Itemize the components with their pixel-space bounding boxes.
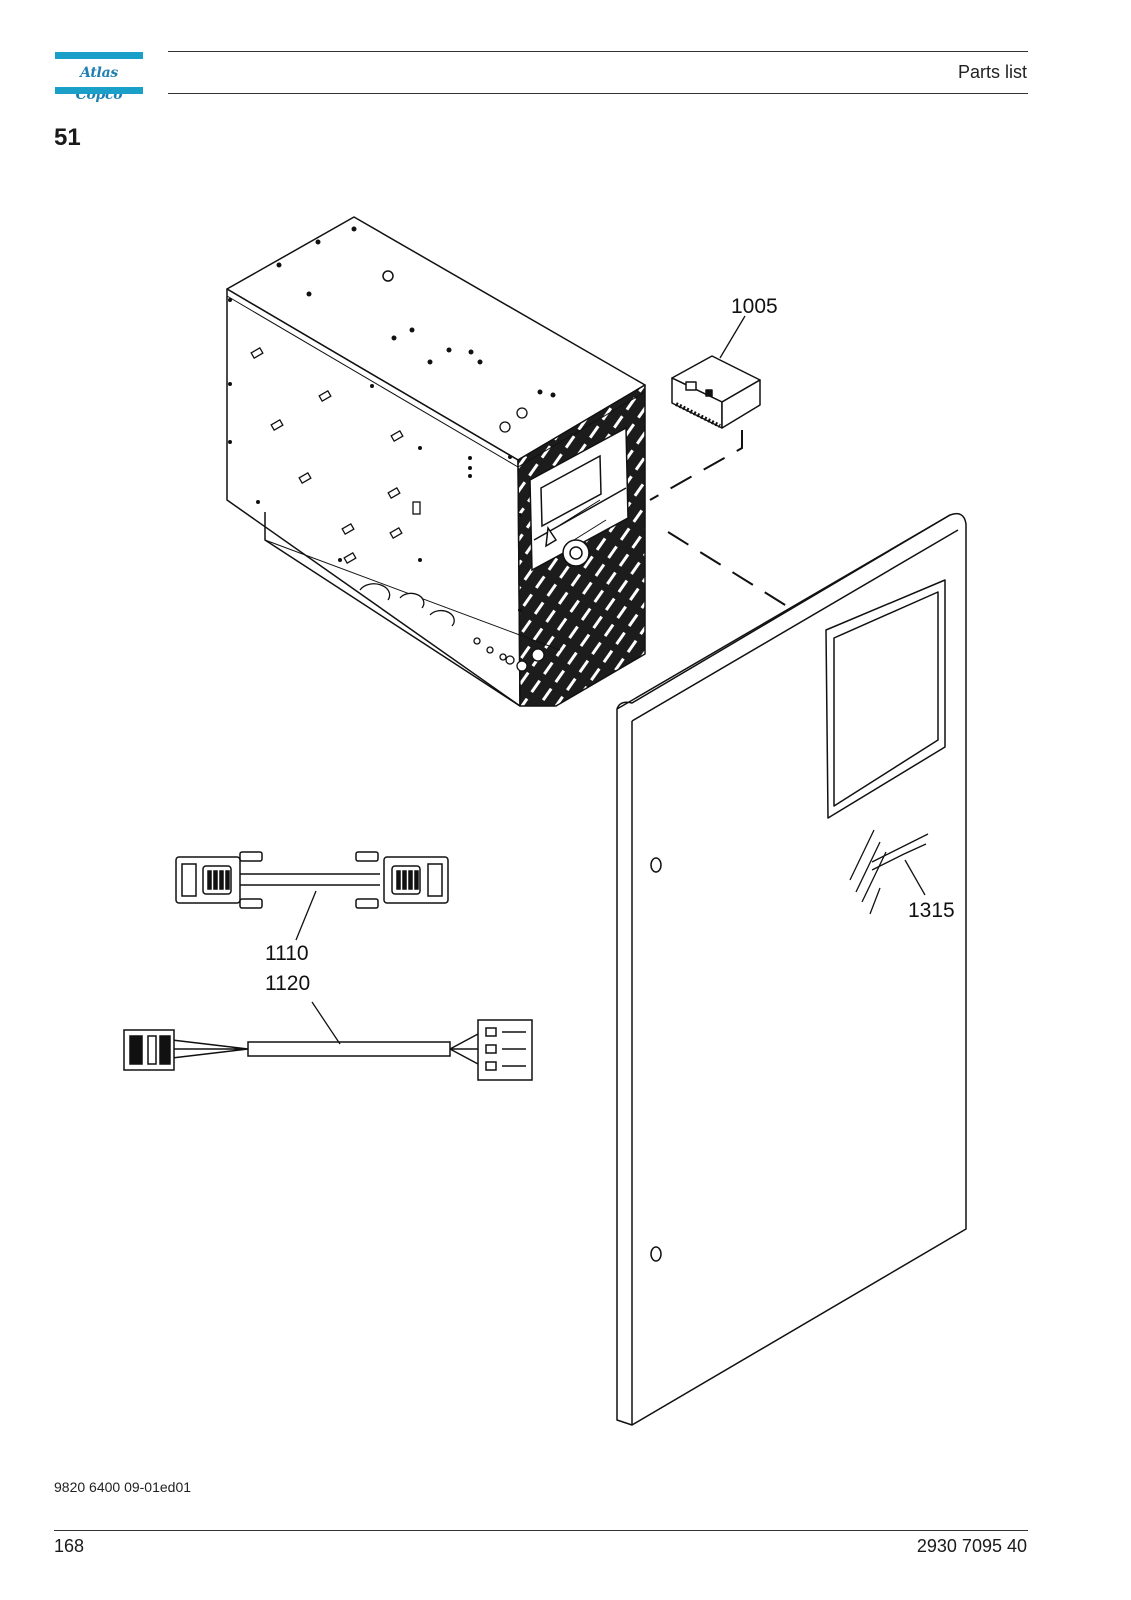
document-reference: 9820 6400 09-01ed01: [54, 1479, 192, 1495]
callout-1110: 1110: [265, 942, 309, 965]
cable-1120: [123, 1019, 533, 1081]
header-rule-bottom: [168, 93, 1028, 94]
callout-1315: 1315: [908, 899, 955, 922]
callout-1005: 1005: [731, 295, 778, 318]
callout-1120: 1120: [265, 972, 310, 995]
part-number: 2930 7095 40: [916, 1536, 1027, 1556]
leader-1110: [295, 890, 317, 941]
header-title: Parts list: [957, 62, 1027, 82]
controller-display-panel: [529, 426, 629, 572]
enclosure-studs: [228, 226, 556, 612]
cable-entry-holes: [359, 583, 507, 661]
leader-1120: [311, 1001, 341, 1045]
assembly-path-door: [667, 531, 791, 609]
atlas-copco-logo: Atlas Copco: [55, 52, 143, 103]
enclosure-bolts: [250, 347, 545, 672]
door-1315: [616, 512, 967, 1426]
footer-rule: [54, 1530, 1028, 1531]
assembly-path-1005: [649, 430, 743, 501]
door-logo-decal: [849, 829, 929, 915]
logo-bar-bottom: [55, 87, 143, 94]
page-number: 168: [54, 1536, 85, 1556]
header-rule-top: [168, 51, 1028, 52]
logo-bar-top: [55, 52, 143, 59]
module-1005: [671, 355, 761, 429]
leader-1005: [719, 315, 746, 359]
section-number: 51: [54, 124, 81, 151]
cable-1110: [175, 851, 449, 909]
leader-1315: [904, 859, 926, 896]
